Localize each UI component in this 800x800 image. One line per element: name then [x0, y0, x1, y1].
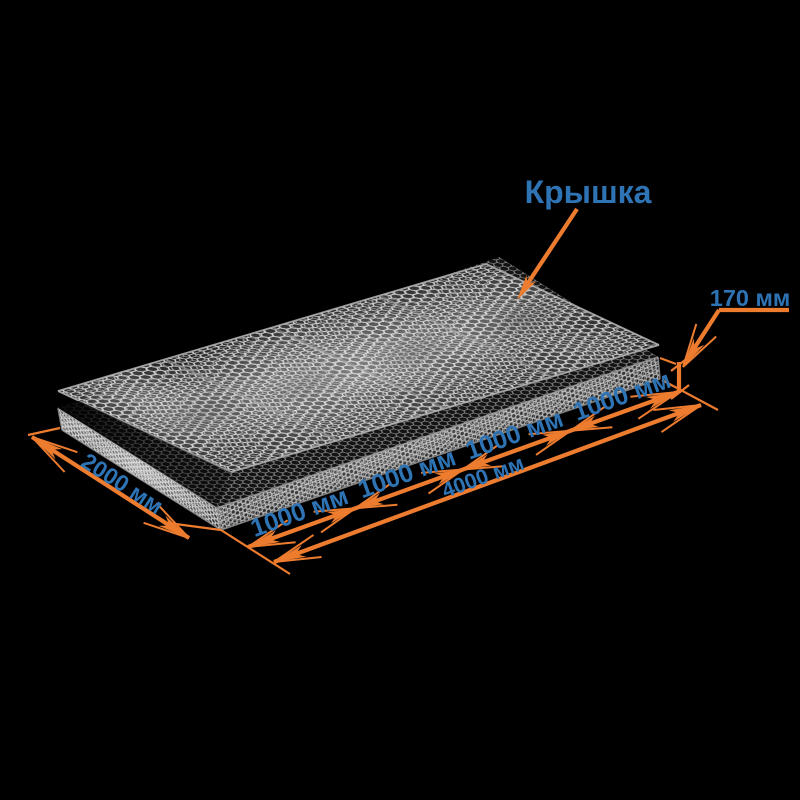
- svg-text:Крышка: Крышка: [525, 174, 652, 210]
- svg-text:170 мм: 170 мм: [710, 285, 791, 311]
